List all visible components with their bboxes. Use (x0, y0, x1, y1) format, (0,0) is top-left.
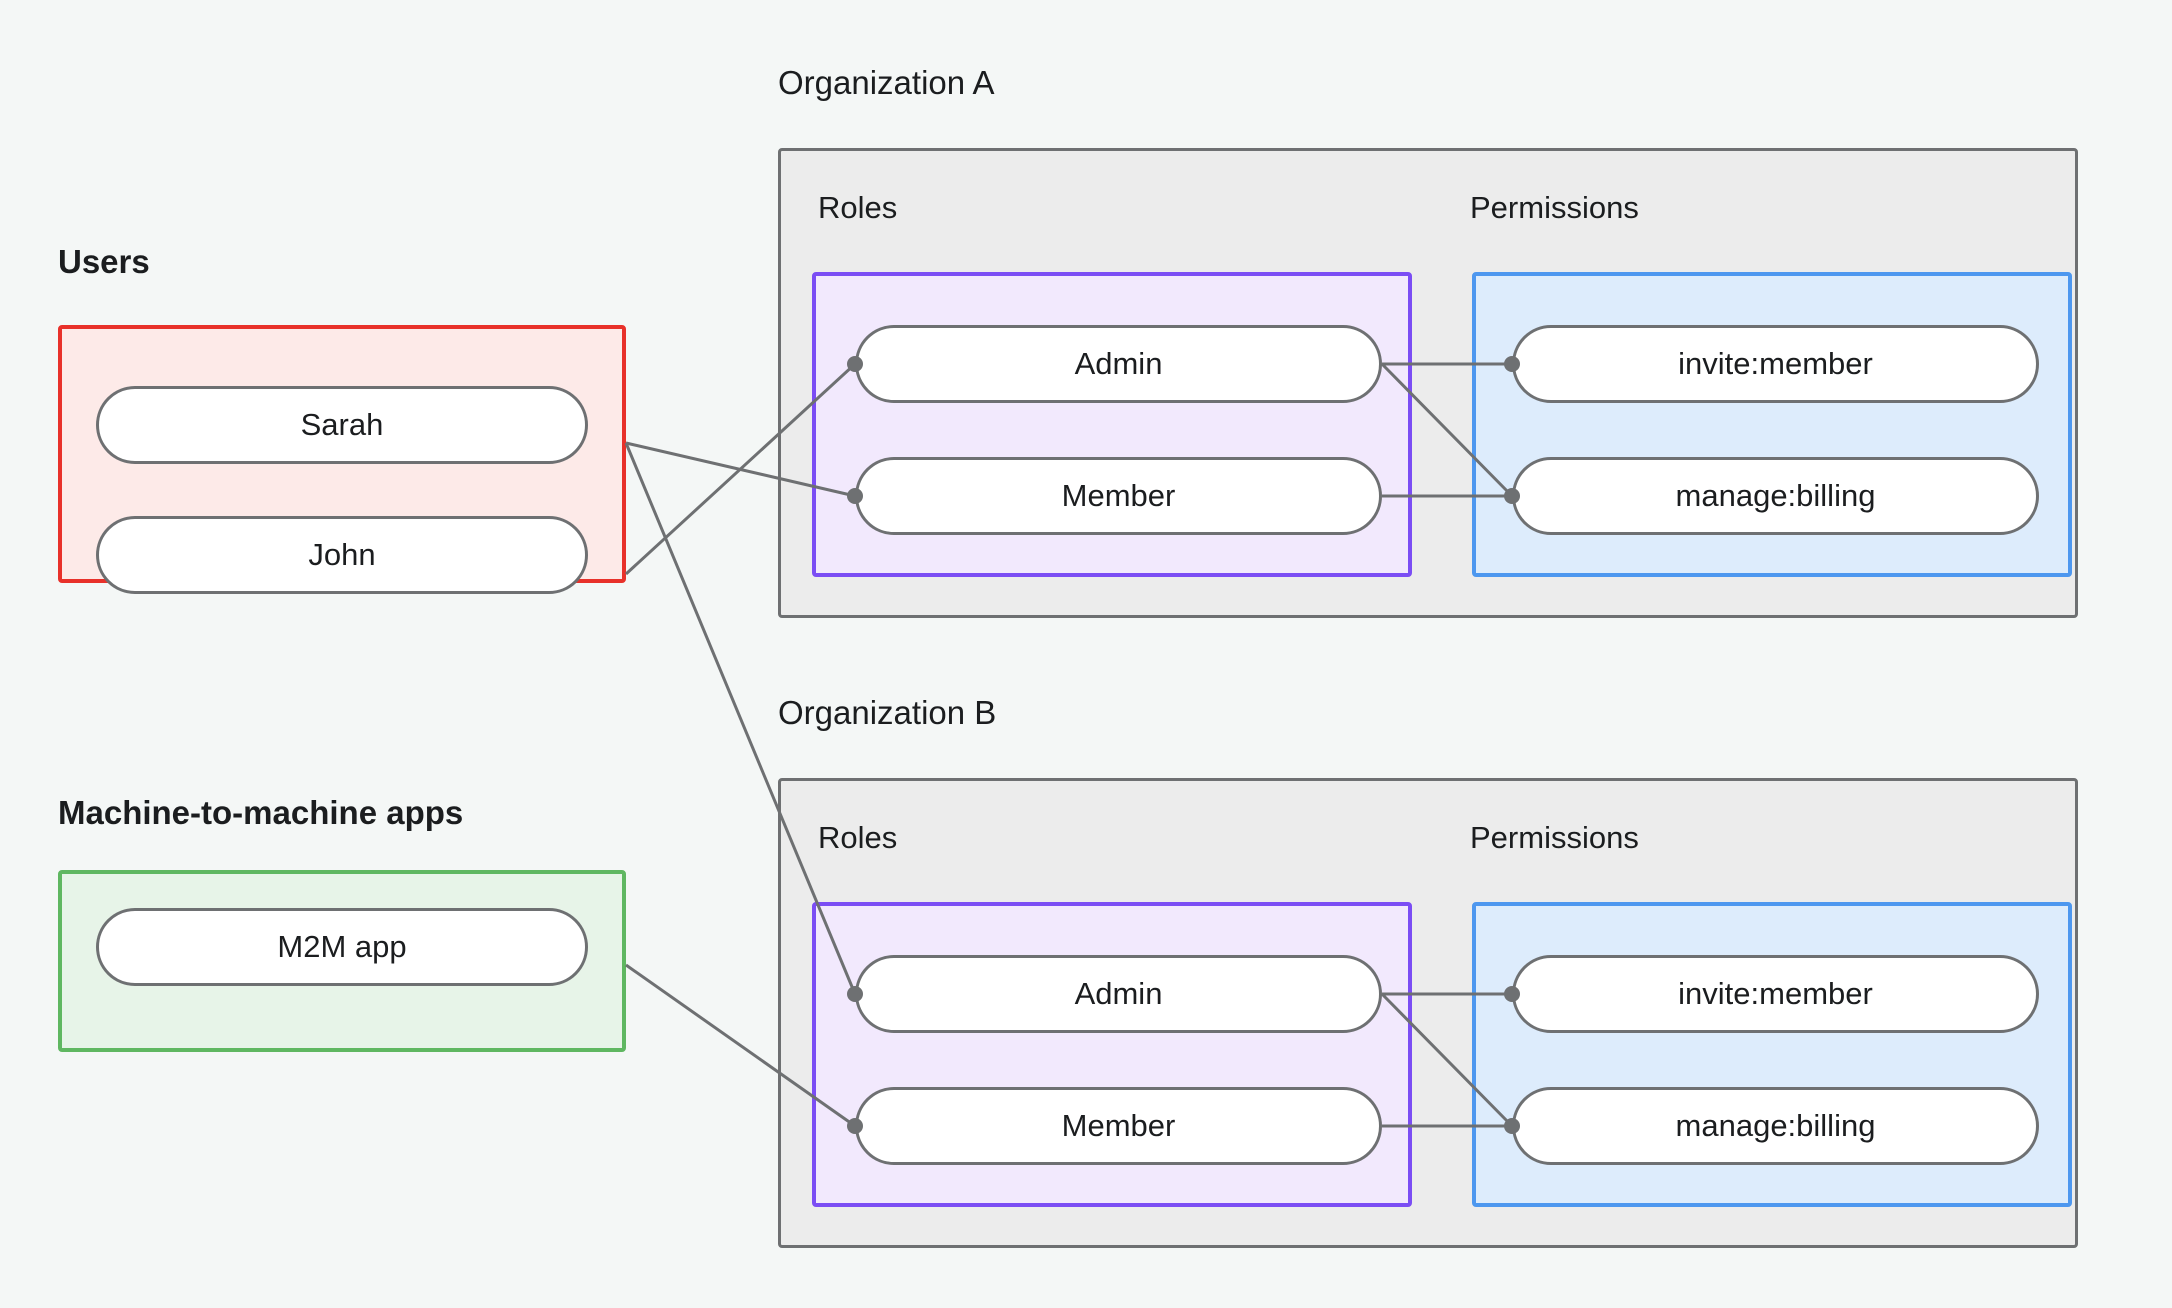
connector-dot-orgB-billing-left (1504, 1118, 1520, 1134)
org-a-permissions-label: Permissions (1470, 190, 1639, 225)
org-b-permission-manage-billing[interactable]: manage:billing (1512, 1087, 2039, 1165)
user-node-john[interactable]: John (96, 516, 588, 594)
org-b-title: Organization B (778, 694, 997, 731)
org-b-permissions-label: Permissions (1470, 820, 1639, 855)
m2m-node-app[interactable]: M2M app (96, 908, 588, 986)
connector-dot-orgA-billing-left (1504, 488, 1520, 504)
m2m-group-title: Machine-to-machine apps (58, 794, 464, 831)
org-b-permission-invite-member[interactable]: invite:member (1512, 955, 2039, 1033)
org-b-role-member[interactable]: Member (855, 1087, 1382, 1165)
org-a-role-member[interactable]: Member (855, 457, 1382, 535)
users-group-title: Users (58, 243, 150, 280)
connector-dot-orgB-invite-left (1504, 986, 1520, 1002)
org-a-permission-manage-billing[interactable]: manage:billing (1512, 457, 2039, 535)
connector-dot-orgA-admin-left (847, 356, 863, 372)
connector-dot-orgA-member-left (847, 488, 863, 504)
org-b-roles-label: Roles (818, 820, 898, 855)
org-a-title: Organization A (778, 64, 995, 101)
org-a-permission-invite-member[interactable]: invite:member (1512, 325, 2039, 403)
org-b-role-admin[interactable]: Admin (855, 955, 1382, 1033)
user-node-sarah[interactable]: Sarah (96, 386, 588, 464)
connector-dot-orgB-admin-left (847, 986, 863, 1002)
org-a-role-admin[interactable]: Admin (855, 325, 1382, 403)
connector-dot-orgA-invite-left (1504, 356, 1520, 372)
org-a-roles-label: Roles (818, 190, 898, 225)
connector-dot-orgB-member-left (847, 1118, 863, 1134)
